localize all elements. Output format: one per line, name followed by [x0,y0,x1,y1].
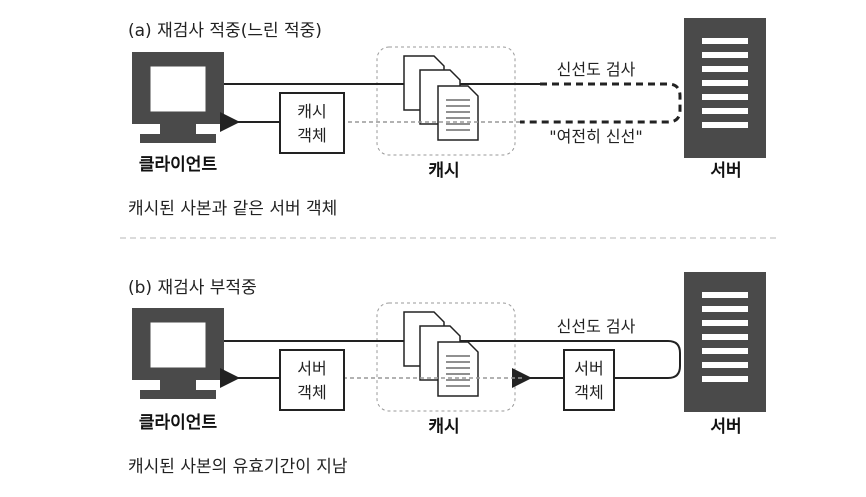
server-icon [684,272,766,412]
panel-b-caption: (b) 재검사 부적중 [128,278,257,298]
panel-a-note: 캐시된 사본과 같은 서버 객체 [128,199,337,219]
cache-object-line1: 캐시 [297,102,326,121]
server-object-left-line2: 객체 [297,383,326,402]
cache-object-box [279,92,345,154]
cache-documents-icon [403,55,479,141]
client-computer-icon [132,308,224,399]
server-object-box-left [279,349,345,411]
panel-b-note: 캐시된 사본의 유효기간이 지남 [128,457,348,477]
cache-region [376,46,516,156]
client-computer-icon [132,52,224,143]
request-label: 신선도 검사 [557,317,636,336]
panel-a-caption: (a) 재검사 적중(느린 적중) [128,21,322,41]
request-label: 신선도 검사 [557,60,636,79]
server-object-right-line2: 객체 [574,383,603,402]
server-object-right-line1: 서버 [574,359,603,378]
server-label: 서버 [710,417,741,437]
client-label: 클라이언트 [139,155,218,175]
freshness-check-path [224,340,681,379]
cache-region [376,302,516,412]
server-label: 서버 [710,161,741,181]
server-icon [684,18,766,158]
cache-label: 캐시 [428,417,459,437]
cache-object-line2: 객체 [297,126,326,145]
panel-b: (b) 재검사 부적중 클라이언트 신선도 검사 [128,272,766,477]
cache-label: 캐시 [428,161,459,181]
server-object-left-line1: 서버 [297,359,326,378]
freshness-check-path [520,82,682,124]
cache-documents-icon [403,311,479,397]
client-label: 클라이언트 [139,413,218,433]
response-label: "여전히 신선" [549,127,642,146]
server-object-box-right [563,349,615,411]
panel-a: (a) 재검사 적중(느린 적중) 클라이언트 [128,18,766,219]
